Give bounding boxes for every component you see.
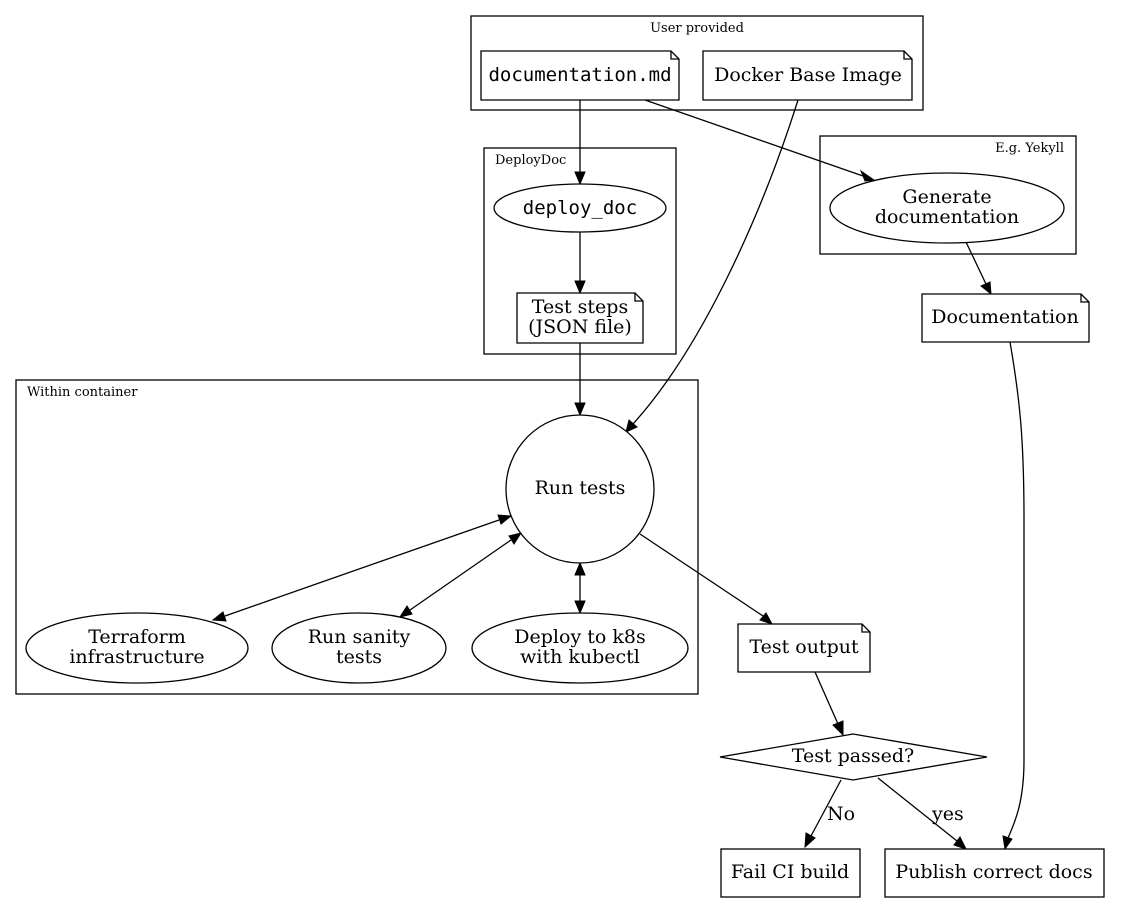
node-fail-ci: Fail CI build xyxy=(720,848,861,898)
node-label-deploy-doc: deploy_doc xyxy=(523,197,637,219)
arrowhead xyxy=(211,611,227,622)
node-test-steps: Test steps (JSON file) xyxy=(516,292,644,344)
arrowhead xyxy=(574,402,586,417)
edge-documentation-publish xyxy=(1007,341,1025,839)
cluster-yekyll: E.g. Yekyll xyxy=(819,135,1077,255)
node-label-terraform-2: infrastructure xyxy=(69,646,204,668)
cluster-user-provided: User provided xyxy=(470,15,924,111)
arrowhead xyxy=(625,419,638,433)
node-label-documentation-md: documentation.md xyxy=(488,64,671,86)
arrowhead xyxy=(508,532,523,545)
node-label-generate-1: Generate xyxy=(902,186,991,208)
node-label-test-steps-1: Test steps xyxy=(532,296,628,318)
node-label-docker-base-image: Docker Base Image xyxy=(714,64,902,86)
edge-testoutput-testpassed xyxy=(814,671,839,725)
node-label-k8s-1: Deploy to k8s xyxy=(514,626,645,648)
node-label-run-tests: Run tests xyxy=(535,477,626,499)
node-label-test-output: Test output xyxy=(749,636,859,658)
node-label-terraform-1: Terraform xyxy=(88,626,186,648)
node-terraform: Terraform infrastructure xyxy=(25,612,249,684)
arrowhead xyxy=(1002,835,1013,851)
node-documentation: Documentation xyxy=(921,293,1090,343)
node-label-test-steps-2: (JSON file) xyxy=(528,316,632,338)
node-run-sanity: Run sanity tests xyxy=(271,612,447,684)
node-run-tests: Run tests xyxy=(505,414,655,564)
arrowhead xyxy=(574,600,586,615)
cluster-label-within-container: Within container xyxy=(27,385,138,400)
cluster-within-container: Within container xyxy=(15,379,699,695)
node-label-generate-2: documentation xyxy=(875,206,1019,228)
edge-testpassed-fail xyxy=(810,779,842,837)
cluster-label-user-provided: User provided xyxy=(650,21,744,36)
edge-runtests-testoutput xyxy=(639,533,764,617)
arrowhead xyxy=(953,836,967,850)
node-generate-documentation: Generate documentation xyxy=(829,172,1065,244)
cluster-label-deploydoc: DeployDoc xyxy=(495,153,566,168)
edge-generate-documentation xyxy=(965,241,987,285)
arrowhead xyxy=(804,832,816,849)
node-docker-base-image: Docker Base Image xyxy=(702,50,913,101)
edge-runtests-terraform xyxy=(224,519,500,617)
node-label-documentation: Documentation xyxy=(931,306,1078,328)
node-documentation-md: documentation.md xyxy=(480,50,680,101)
node-label-publish-docs: Publish correct docs xyxy=(895,861,1092,883)
node-label-sanity-1: Run sanity xyxy=(308,626,411,648)
arrowhead xyxy=(574,171,586,186)
arrowhead xyxy=(859,169,876,182)
arrowhead xyxy=(980,281,992,296)
node-deploy-doc: deploy_doc xyxy=(493,183,667,233)
edge-label-no: No xyxy=(827,803,855,825)
edge-testpassed-publish xyxy=(877,777,958,842)
edge-docker-runtests xyxy=(632,99,799,425)
cluster-label-yekyll: E.g. Yekyll xyxy=(995,141,1064,156)
arrowhead xyxy=(398,605,413,618)
node-label-fail-ci: Fail CI build xyxy=(731,861,849,883)
node-label-k8s-2: with kubectl xyxy=(520,646,640,668)
node-test-passed: Test passed? xyxy=(719,733,988,781)
arrowhead xyxy=(832,720,844,737)
node-test-output: Test output xyxy=(737,623,871,673)
edge-runtests-sanity xyxy=(409,539,512,611)
edge-label-yes: yes xyxy=(931,803,964,825)
edge-docmd-generate xyxy=(644,99,864,177)
arrowhead xyxy=(574,561,586,576)
arrowhead xyxy=(759,612,774,625)
node-deploy-k8s: Deploy to k8s with kubectl xyxy=(471,612,689,684)
arrowhead xyxy=(574,280,586,295)
node-label-sanity-2: tests xyxy=(336,646,382,668)
node-publish-docs: Publish correct docs xyxy=(884,848,1105,898)
arrowhead xyxy=(497,514,513,525)
node-label-test-passed: Test passed? xyxy=(792,745,914,767)
edges: No yes xyxy=(211,99,1025,851)
